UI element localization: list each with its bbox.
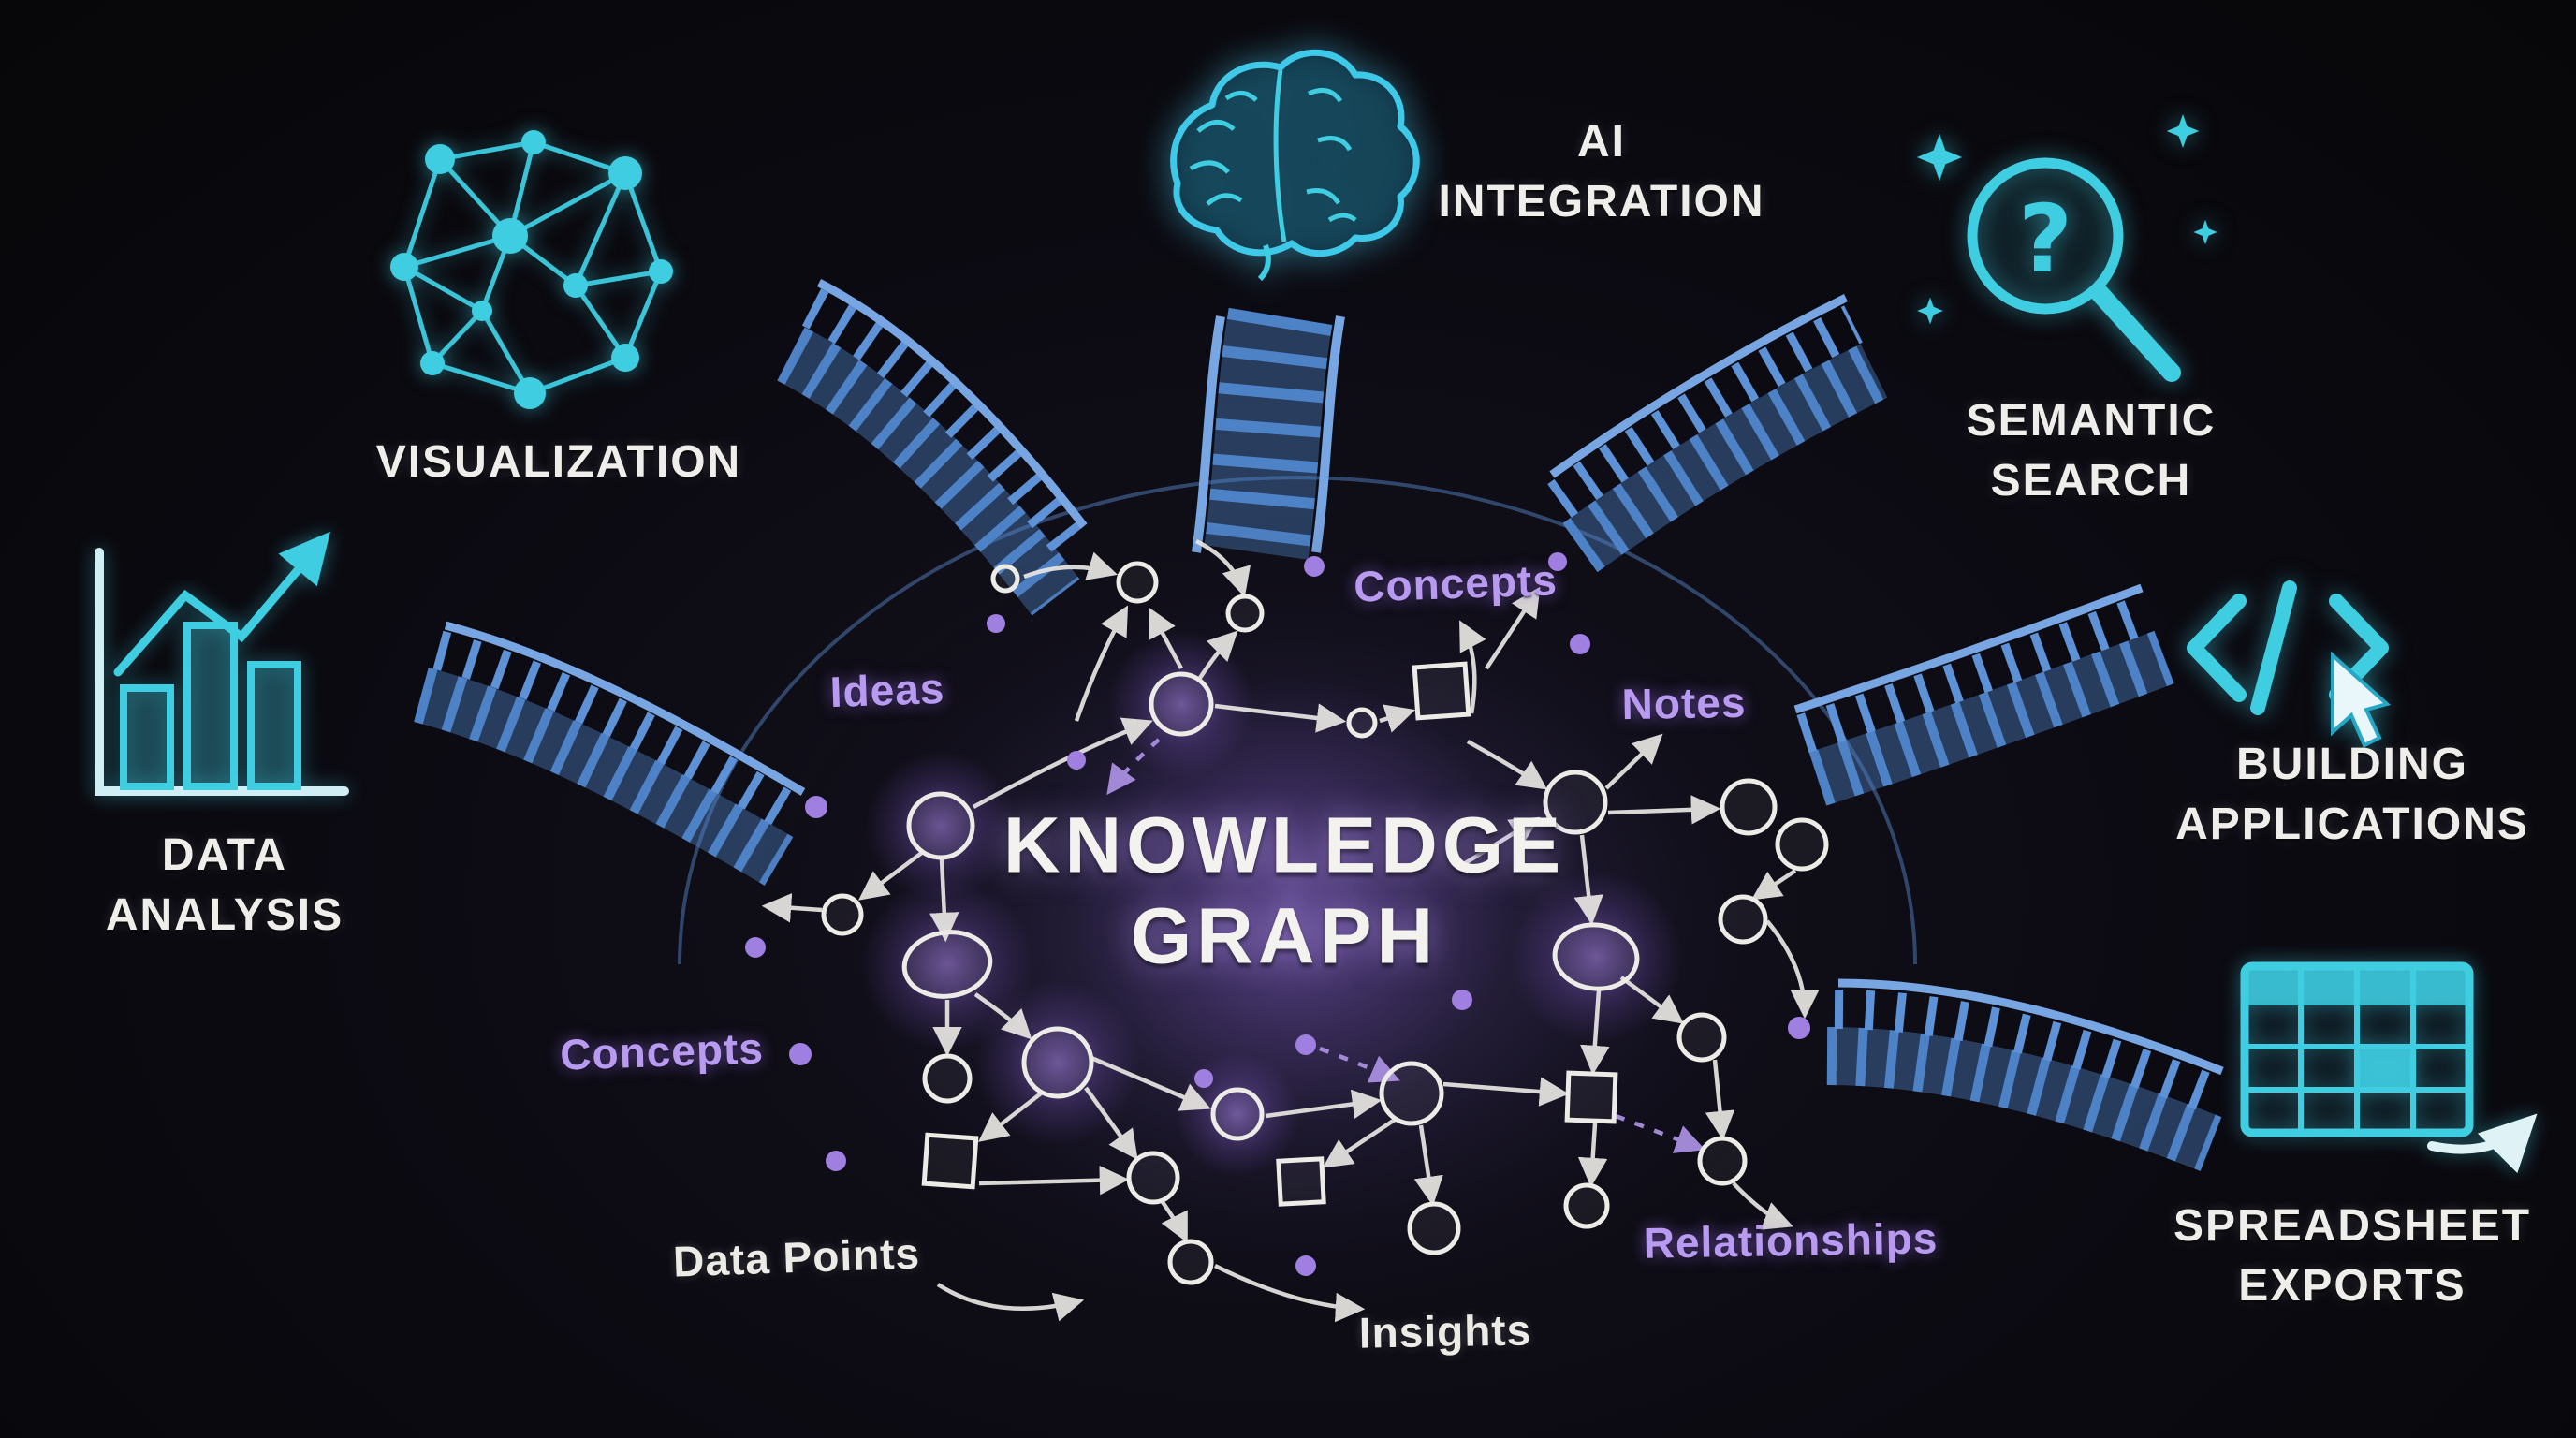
central-glow bbox=[1067, 674, 1516, 1123]
bar-chart-icon bbox=[95, 531, 349, 796]
bridge-left bbox=[414, 621, 806, 886]
page-title: KNOWLEDGE GRAPH bbox=[1003, 800, 1565, 983]
label-line: INTEGRATION bbox=[1438, 177, 1765, 227]
title-line: KNOWLEDGE bbox=[1003, 800, 1566, 889]
label-line: VISUALIZATION bbox=[375, 437, 742, 487]
node-label-insights: Insights bbox=[1358, 1305, 1532, 1357]
cursor-icon bbox=[2331, 651, 2392, 748]
label-line: SPREADSHEET bbox=[2173, 1201, 2532, 1251]
node-label-concepts-left: Concepts bbox=[559, 1023, 765, 1079]
network-graph-icon bbox=[390, 130, 673, 409]
label-data-analysis: DATA ANALYSIS bbox=[106, 826, 344, 946]
graph-nodes bbox=[821, 561, 1829, 1285]
search-magnifier-icon: ? bbox=[1916, 114, 2217, 382]
purple-dots bbox=[745, 552, 1810, 1276]
label-line: EXPORTS bbox=[2238, 1261, 2466, 1312]
node-label-notes: Notes bbox=[1621, 677, 1747, 729]
label-line: SEARCH bbox=[1990, 456, 2192, 506]
label-visualization: VISUALIZATION bbox=[376, 433, 741, 492]
node-label-concepts-top: Concepts bbox=[1353, 555, 1559, 611]
spreadsheet-icon bbox=[2240, 961, 2538, 1174]
graph-edges bbox=[761, 538, 1820, 1323]
bridge-lower-right bbox=[1826, 978, 2226, 1171]
brain-icon bbox=[1170, 49, 1420, 282]
label-line: DATA bbox=[161, 830, 288, 880]
node-label-relationships: Relationships bbox=[1643, 1213, 1939, 1268]
label-line: BUILDING bbox=[2236, 740, 2468, 789]
sparkle-icons bbox=[1916, 114, 2217, 325]
node-label-ideas: Ideas bbox=[828, 663, 946, 717]
node-label-data-points: Data Points bbox=[672, 1228, 921, 1286]
label-line: AI bbox=[1577, 117, 1626, 167]
title-line: GRAPH bbox=[1130, 892, 1439, 980]
code-icon bbox=[2187, 580, 2392, 748]
svg-text:?: ? bbox=[2018, 184, 2072, 294]
bridge-upper-left bbox=[777, 278, 1093, 616]
bridge-upper-right bbox=[1547, 293, 1888, 573]
label-line: SEMANTIC bbox=[1966, 396, 2217, 446]
label-building-applications: BUILDING APPLICATIONS bbox=[2175, 735, 2529, 856]
label-ai-integration: AI INTEGRATION bbox=[1438, 112, 1764, 233]
label-line: ANALYSIS bbox=[105, 890, 344, 941]
label-line: APPLICATIONS bbox=[2175, 800, 2529, 850]
label-semantic-search: SEMANTIC SEARCH bbox=[1967, 391, 2217, 512]
bridge-right bbox=[1793, 583, 2174, 806]
label-spreadsheet-exports: SPREADSHEET EXPORTS bbox=[2174, 1196, 2531, 1317]
